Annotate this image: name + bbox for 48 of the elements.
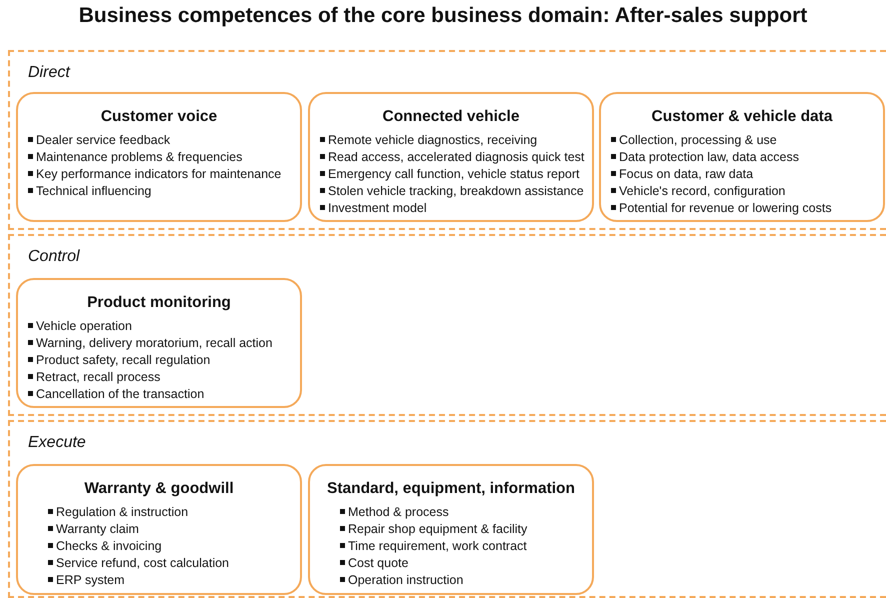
- band-frame: [8, 234, 886, 416]
- bullet-item: Vehicle's record, configuration: [611, 183, 786, 200]
- card-heading: Standard, equipment, information: [326, 480, 576, 498]
- competence-card: [16, 92, 302, 222]
- card-heading: Product monitoring: [86, 294, 232, 312]
- bullet-item: Focus on data, raw data: [611, 166, 754, 183]
- bullet-item: Dealer service feedback: [28, 132, 170, 149]
- bullet-item: Key performance indicators for maintenance: [28, 166, 282, 183]
- band-label: Direct: [28, 64, 70, 82]
- bullet-item: Data protection law, data access: [611, 149, 799, 166]
- bullet-item: ERP system: [48, 572, 125, 589]
- bullet-item: Collection, processing & use: [611, 132, 777, 149]
- bullet-item: Cost quote: [340, 555, 408, 572]
- bullet-item: Product safety, recall regulation: [28, 352, 210, 369]
- bullet-item: Repair shop equipment & facility: [340, 521, 528, 538]
- bullet-item: Read access, accelerated diagnosis quick test: [320, 149, 584, 166]
- bullet-item: Investment model: [320, 200, 427, 217]
- bullet-item: Operation instruction: [340, 572, 464, 589]
- band-frame: [8, 50, 886, 230]
- bullet-item: Potential for revenue or lowering costs: [611, 200, 832, 217]
- bullet-item: Vehicle operation: [28, 318, 132, 335]
- band-label: Execute: [28, 434, 86, 452]
- band-frame: [8, 420, 886, 598]
- competence-card: [16, 278, 302, 408]
- bullet-item: Regulation & instruction: [48, 504, 188, 521]
- card-heading: Customer & vehicle data: [650, 108, 834, 126]
- band-label: Control: [28, 248, 80, 266]
- card-heading: Warranty & goodwill: [83, 480, 235, 498]
- bullet-item: Service refund, cost calculation: [48, 555, 230, 572]
- bullet-item: Warning, delivery moratorium, recall action: [28, 335, 272, 352]
- bullet-item: Checks & invoicing: [48, 538, 162, 555]
- bullet-item: Warranty claim: [48, 521, 139, 538]
- bullet-item: Technical influencing: [28, 183, 152, 200]
- bullet-item: Cancellation of the transaction: [28, 386, 204, 403]
- card-heading: Customer voice: [100, 108, 218, 126]
- bullet-item: Stolen vehicle tracking, breakdown assistance: [320, 183, 584, 200]
- competence-card: [308, 92, 594, 222]
- bullet-item: Time requirement, work contract: [340, 538, 527, 555]
- bullet-item: Emergency call function, vehicle status report: [320, 166, 580, 183]
- competence-card: [308, 464, 594, 595]
- bullet-item: Maintenance problems & frequencies: [28, 149, 242, 166]
- diagram-title: Business competences of the core business domain: After-sales support: [78, 4, 808, 28]
- bullet-item: Remote vehicle diagnostics, receiving: [320, 132, 538, 149]
- competence-card: [16, 464, 302, 595]
- competence-card: [599, 92, 885, 222]
- card-heading: Connected vehicle: [382, 108, 520, 126]
- bullet-item: Retract, recall process: [28, 369, 160, 386]
- bullet-item: Method & process: [340, 504, 449, 521]
